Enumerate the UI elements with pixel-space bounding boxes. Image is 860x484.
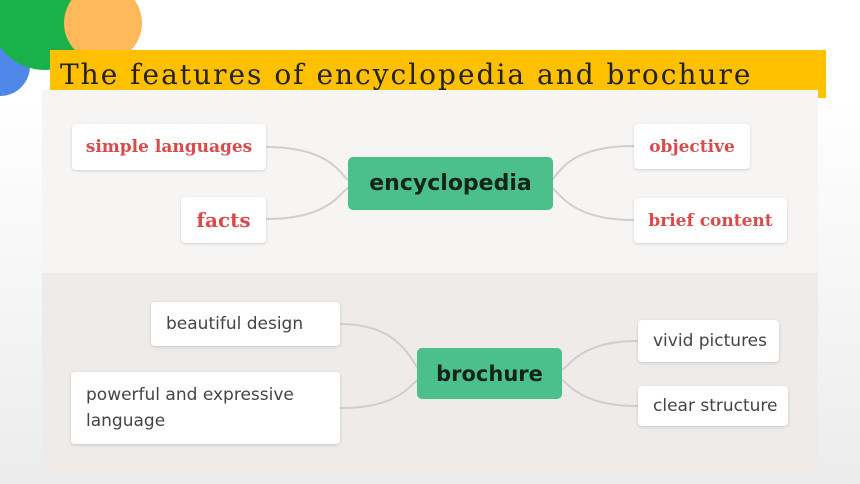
feature-brief-content: brief content bbox=[634, 198, 787, 243]
connector-clear-structure bbox=[561, 379, 639, 407]
connector-simple-languages bbox=[265, 146, 349, 181]
connector-brief-content bbox=[551, 187, 635, 221]
feature-facts: facts bbox=[181, 197, 266, 243]
feature-vivid-pictures: vivid pictures bbox=[638, 320, 779, 362]
connector-powerful-language bbox=[339, 379, 419, 409]
connector-objective bbox=[551, 145, 635, 181]
page-title: The features of encyclopedia and brochur… bbox=[60, 58, 753, 91]
feature-beautiful-design: beautiful design bbox=[151, 302, 340, 346]
connector-beautiful-design bbox=[339, 323, 419, 369]
brochure-node: brochure bbox=[417, 348, 562, 399]
connector-vivid-pictures bbox=[561, 340, 639, 371]
connector-facts bbox=[265, 187, 349, 220]
encyclopedia-node: encyclopedia bbox=[348, 157, 553, 210]
feature-objective: objective bbox=[634, 124, 750, 169]
feature-simple-languages: simple languages bbox=[72, 124, 266, 170]
feature-powerful-language-text: powerful and expressive language bbox=[86, 385, 294, 431]
feature-clear-structure: clear structure bbox=[638, 386, 788, 426]
feature-powerful-language: powerful and expressive language bbox=[71, 372, 340, 444]
